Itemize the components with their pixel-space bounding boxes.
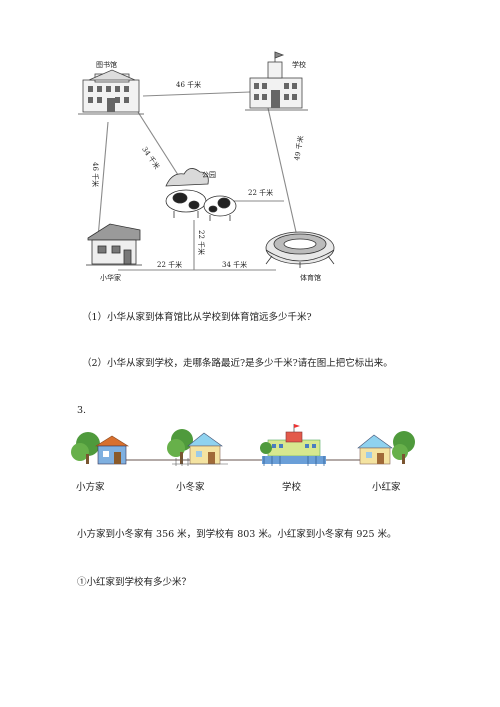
question-2: （2）小华从家到学校，走哪条路最近?是多少千米?请在图上把它标出来。 — [82, 358, 393, 369]
route-school-stadium — [267, 107, 297, 233]
label-school-3: 学校 — [282, 482, 302, 493]
label-xiaohong-home: 小红家 — [372, 482, 401, 493]
section-3-statement: 小方家到小冬家有 356 米，到学校有 803 米。小红家到小冬家有 925 米… — [77, 529, 397, 540]
route-library-home — [97, 121, 109, 239]
school-illustration — [260, 424, 326, 466]
section-3-number: 3. — [77, 405, 87, 416]
label-home: 小华家 — [100, 274, 121, 282]
stadium-building — [265, 231, 335, 268]
xiaohong-house — [357, 431, 415, 465]
label-library: 图书馆 — [96, 61, 117, 69]
label-xiaodong-home: 小冬家 — [176, 482, 205, 493]
route-library-park — [137, 111, 181, 179]
distance-junction-stadium: 34 千米 — [222, 261, 248, 269]
distance-park-right: 22 千米 — [248, 189, 274, 197]
home-building — [86, 223, 142, 266]
park-illustration — [165, 168, 237, 221]
section-3-question-1: ①小红家到学校有多少米？ — [77, 577, 192, 588]
xiaodong-house — [167, 429, 228, 466]
label-stadium: 体育馆 — [300, 274, 321, 282]
library-building — [78, 69, 144, 115]
distance-home-junction: 22 千米 — [157, 261, 183, 269]
xiaofang-house — [71, 432, 130, 465]
label-park: 公园 — [202, 171, 216, 179]
route-library-school — [142, 91, 251, 97]
label-school: 学校 — [292, 61, 306, 69]
label-xiaofang-home: 小方家 — [76, 482, 105, 493]
distance-library-school: 46 千米 — [176, 81, 202, 89]
school-building — [245, 51, 308, 111]
question-1: （1）小华从家到体育馆比从学校到体育馆远多少千米? — [82, 312, 312, 323]
